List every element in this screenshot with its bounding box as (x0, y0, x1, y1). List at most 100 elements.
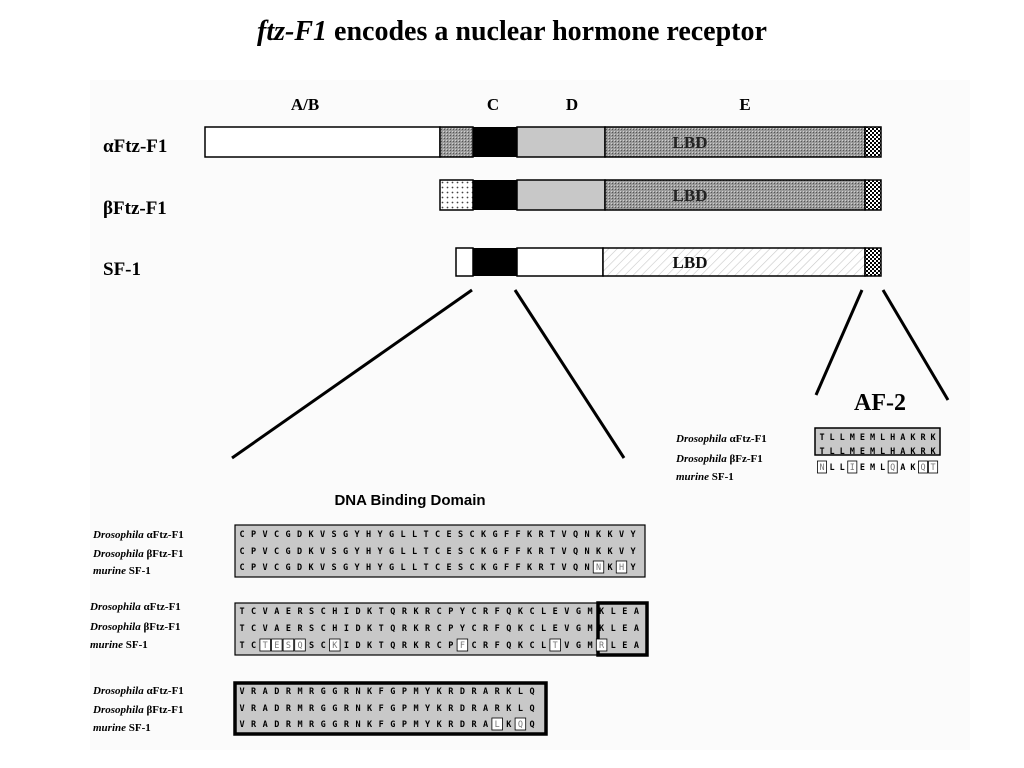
dbd-block-2-residue: D (355, 641, 360, 651)
dbd-block-1-residue: V (619, 530, 624, 540)
dbd-block-2-residue: E (286, 624, 291, 634)
dbd-block-3-residue: K (367, 704, 373, 714)
dbd-row-label: Drosophila αFtz-F1 (89, 601, 181, 613)
dbd-block-3-residue: R (251, 704, 257, 714)
species-name: murine (93, 722, 126, 734)
dbd-block-1-residue: D (297, 563, 302, 573)
dbd-block-2-variant-cell (595, 638, 608, 652)
dbd-block-1-residue: G (389, 547, 394, 557)
dbd-block-1-residue: G (343, 563, 348, 573)
dbd-block-3-residue: Y (425, 687, 431, 697)
dbd-block-3-residue: L (495, 720, 500, 730)
d-domain-box (516, 179, 606, 211)
lbd-box (602, 247, 866, 277)
dbd-block-2-residue: K (413, 624, 419, 634)
dbd-block-3-residue: D (460, 720, 465, 730)
dbd-block-1-residue: D (297, 547, 302, 557)
dbd-block-2-residue: R (483, 641, 489, 651)
protein-name: αFtz-F1 (730, 433, 767, 445)
dbd-block-3-residue: D (274, 720, 279, 730)
dbd-block-2-highlight (596, 601, 649, 657)
dbd-block-1-residue: V (262, 563, 267, 573)
dbd-block-2-residue: R (483, 624, 489, 634)
dbd-block-1-residue: L (400, 547, 405, 557)
af2-residue: K (931, 447, 937, 457)
dbd-block-1-variant-cell (592, 560, 605, 574)
dbd-block-3-labels: Drosophila αFtz-F1 Drosophila βFtz-F1 mu… (92, 685, 184, 734)
ab-domain-box (204, 126, 441, 158)
dbd-block-2-residue: C (529, 607, 534, 617)
dbd-block-2-residue: K (413, 641, 419, 651)
dbd-block-3-residue: A (483, 687, 488, 697)
af2-variant-cell (817, 460, 827, 474)
dbd-block-3-residue: P (402, 687, 407, 697)
af2-box (864, 126, 882, 158)
dbd-block-2-residue: C (321, 641, 326, 651)
af2-residue: Q (890, 463, 895, 473)
dbd-block-3-residue: Y (425, 720, 431, 730)
dbd-block-2-variant-cell (549, 638, 561, 652)
dbd-block-1-residue: V (262, 530, 267, 540)
protein-name: αFtz-F1 (147, 529, 184, 541)
af2-residue: R (920, 447, 926, 457)
dbd-block-2-residue: L (611, 641, 616, 651)
af2-conserved-box (814, 427, 941, 456)
dbd-block-1-residue: S (458, 530, 463, 540)
dbd-block-2-residue: C (437, 641, 442, 651)
dbd-block-2-residue: E (274, 641, 279, 651)
dbd-block-1-residue: V (320, 563, 325, 573)
af2-residue: L (830, 433, 835, 443)
dbd-block-2-residue: F (495, 641, 500, 651)
dbd-block-3-residue: R (471, 687, 477, 697)
dbd-block-1-residue: H (366, 530, 371, 540)
species-name: Drosophila (675, 453, 727, 465)
protein-name: SF-1 (712, 471, 734, 483)
dbd-block-1-residue: G (492, 563, 497, 573)
dbd-block-1-residue: N (584, 530, 589, 540)
dbd-block-1-residue: Y (354, 547, 360, 557)
dbd-block-1-residue: K (481, 563, 487, 573)
dbd-block-2-residue: H (332, 607, 337, 617)
dbd-block-2-residue: E (622, 624, 627, 634)
af2-residue: K (910, 463, 916, 473)
dbd-block-3-residue: A (263, 687, 268, 697)
d-domain-box (516, 126, 606, 158)
dbd-block-3-residue: R (344, 720, 350, 730)
dbd-block-2-residue: K (367, 641, 373, 651)
dbd-block-2-residue: K (367, 607, 373, 617)
dbd-block-1-residue: Q (573, 547, 578, 557)
dbd-block-2-residue: R (425, 607, 431, 617)
dbd-block-3-residue: N (355, 687, 360, 697)
dbd-block-3-residue: R (471, 720, 477, 730)
hinge-box (439, 126, 474, 158)
dbd-block-3-residue: A (263, 704, 268, 714)
dbd-block-3-residue: R (448, 687, 454, 697)
af2-residue: L (880, 447, 885, 457)
dbd-block-2-residue: I (344, 641, 349, 651)
dbd-block-1-residue: L (412, 547, 417, 557)
d-domain-box (516, 247, 604, 277)
dbd-block-2-variant-cell (282, 638, 295, 652)
dbd-block-3-residue: Q (518, 720, 523, 730)
dbd-block-2-residue: S (309, 607, 314, 617)
dbd-block-3-residue: Q (529, 687, 534, 697)
dbd-block-3-residue: R (286, 687, 292, 697)
dbd-block-3-residue: G (332, 720, 337, 730)
protein-name: SF-1 (129, 565, 151, 577)
af2-residue: E (860, 463, 865, 473)
dbd-block-3-residue: K (437, 720, 443, 730)
dbd-block-1-residue: Q (573, 530, 578, 540)
dbd-block-2-residue: E (553, 624, 558, 634)
dbd-block-2-variant-cell (271, 638, 283, 652)
dbd-block-2-residue: K (413, 607, 419, 617)
dbd-block-2-residue: C (251, 641, 256, 651)
dbd-block-1-residue: Y (354, 563, 360, 573)
dbd-block-2-residue: R (483, 607, 489, 617)
dbd-block-1-residue: F (515, 563, 520, 573)
dbd-block-2-residue: R (297, 607, 303, 617)
dbd-block-2-residue: M (587, 624, 592, 634)
dbd-block-2-residue: M (587, 607, 592, 617)
dbd-block-3-residue: G (390, 720, 395, 730)
dbd-block-1-variant-cell (615, 560, 628, 574)
